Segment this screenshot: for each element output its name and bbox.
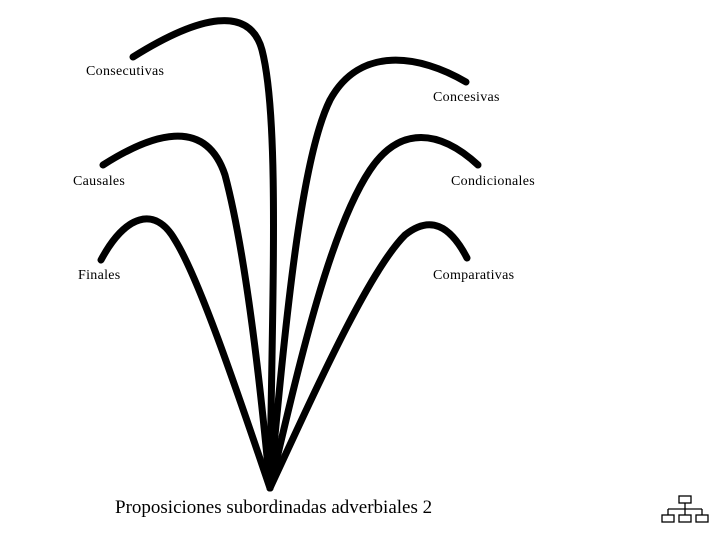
branch-condicionales: [266, 134, 482, 492]
label-causales: Causales: [73, 174, 126, 189]
branch-causales: [99, 132, 274, 492]
branch-consecutivas: [129, 17, 277, 492]
branch-concesivas: [266, 56, 470, 492]
branch-comparativas: [266, 221, 471, 492]
diagram-title: Proposiciones subordinadas adverbiales 2: [115, 497, 433, 518]
label-condicionales: Condicionales: [451, 174, 535, 189]
label-consecutivas: Consecutivas: [86, 64, 165, 79]
label-comparativas: Comparativas: [433, 268, 515, 283]
branch-finales: [97, 215, 274, 492]
label-concesivas: Concesivas: [433, 90, 500, 105]
org-chart-icon[interactable]: [660, 495, 710, 525]
label-finales: Finales: [78, 268, 121, 283]
